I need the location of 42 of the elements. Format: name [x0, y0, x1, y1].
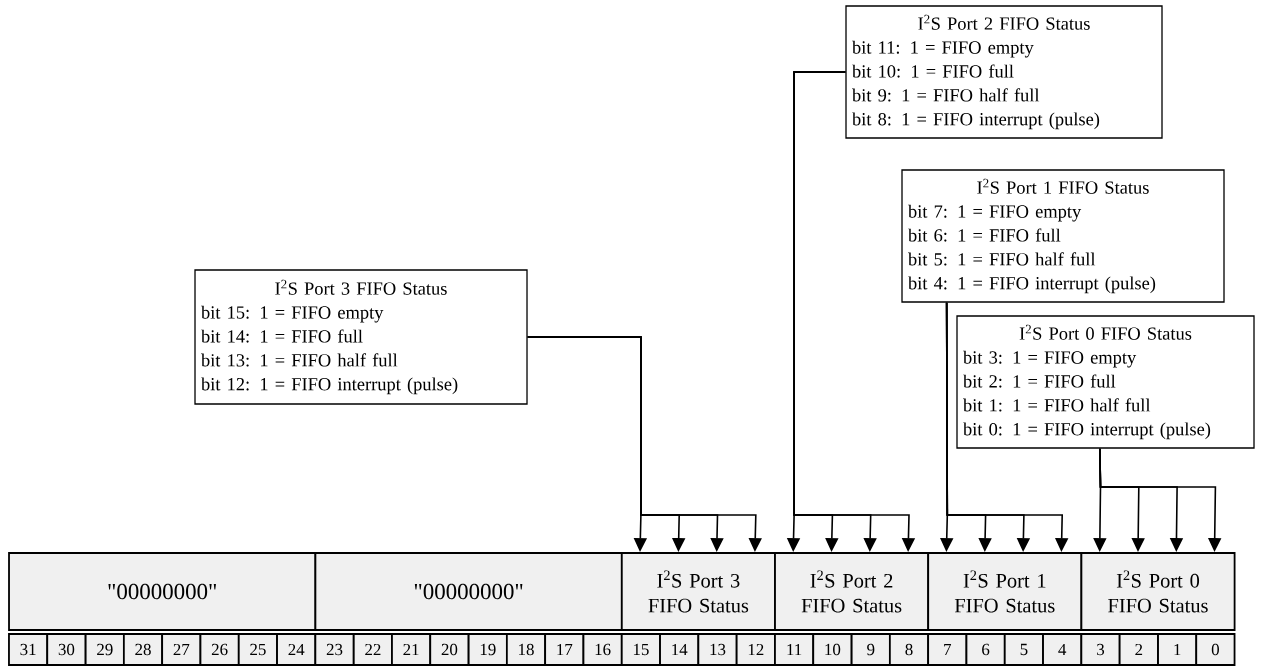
bit-cell: 23 [314, 633, 355, 666]
bit-cell: 5 [1003, 633, 1044, 666]
register-field: I$^{2}$S Port 0 FIFO Status [1080, 552, 1236, 631]
bit-cell: 6 [965, 633, 1006, 666]
bit-cell: 2 [1118, 633, 1159, 666]
bit-cell: 25 [237, 633, 278, 666]
bit-cell: 1 [1157, 633, 1198, 666]
bit-cell: 20 [429, 633, 470, 666]
register-field: I$^{2}$S Port 1 FIFO Status [927, 552, 1083, 631]
bit-cell: 7 [927, 633, 968, 666]
register-field: "00000000" [314, 552, 623, 631]
bit-cell: 3 [1080, 633, 1121, 666]
bit-cell: 18 [505, 633, 547, 666]
register-field: "00000000" [8, 552, 317, 631]
bit-cell: 17 [544, 633, 585, 666]
bit-cell: 21 [391, 633, 432, 666]
bit-cell: 22 [352, 633, 393, 666]
status-box: I$^{2}$S Port 2 FIFO Status bit 11: 1 = FIFO empty bit 10: 1 = FIFO full bit 9: 1 = FIFO half full bit 8: 1 = FIFO interrupt (pulse) [845, 5, 1163, 139]
bit-cell: 11 [774, 633, 815, 666]
bit-cell: 16 [582, 633, 623, 666]
bit-cell: 24 [276, 633, 317, 666]
bit-cell: 15 [620, 633, 661, 666]
bit-cell: 8 [888, 633, 930, 666]
bit-cell: 27 [161, 633, 202, 666]
register-field: I$^{2}$S Port 2 FIFO Status [774, 552, 930, 631]
status-box: I$^{2}$S Port 1 FIFO Status bit 7: 1 = FIFO empty bit 6: 1 = FIFO full bit 5: 1 = FIFO half full bit 4: 1 = FIFO interrupt (pulse) [901, 169, 1225, 303]
bit-cell: 9 [850, 633, 891, 666]
bit-cell: 28 [122, 633, 164, 666]
bit-cell: 10 [812, 633, 853, 666]
bit-cell: 31 [8, 633, 49, 666]
bit-cell: 19 [467, 633, 508, 666]
bit-cell: 0 [1195, 633, 1236, 666]
status-box: I$^{2}$S Port 0 FIFO Status bit 3: 1 = FIFO empty bit 2: 1 = FIFO full bit 1: 1 = FIFO half full bit 0: 1 = FIFO interrupt (pulse) [956, 315, 1255, 449]
status-box: I$^{2}$S Port 3 FIFO Status bit 15: 1 = FIFO empty bit 14: 1 = FIFO full bit 13: 1 = FIFO half full bit 12: 1 = FIFO interrupt (pulse) [194, 269, 528, 405]
bit-cell: 12 [735, 633, 776, 666]
bit-cell: 4 [1042, 633, 1083, 666]
bit-cell: 13 [697, 633, 738, 666]
bit-cell: 30 [46, 633, 87, 666]
bit-cell: 14 [659, 633, 700, 666]
register-field: I$^{2}$S Port 3 FIFO Status [620, 552, 776, 631]
bit-cell: 29 [84, 633, 125, 666]
bit-cell: 26 [199, 633, 240, 666]
